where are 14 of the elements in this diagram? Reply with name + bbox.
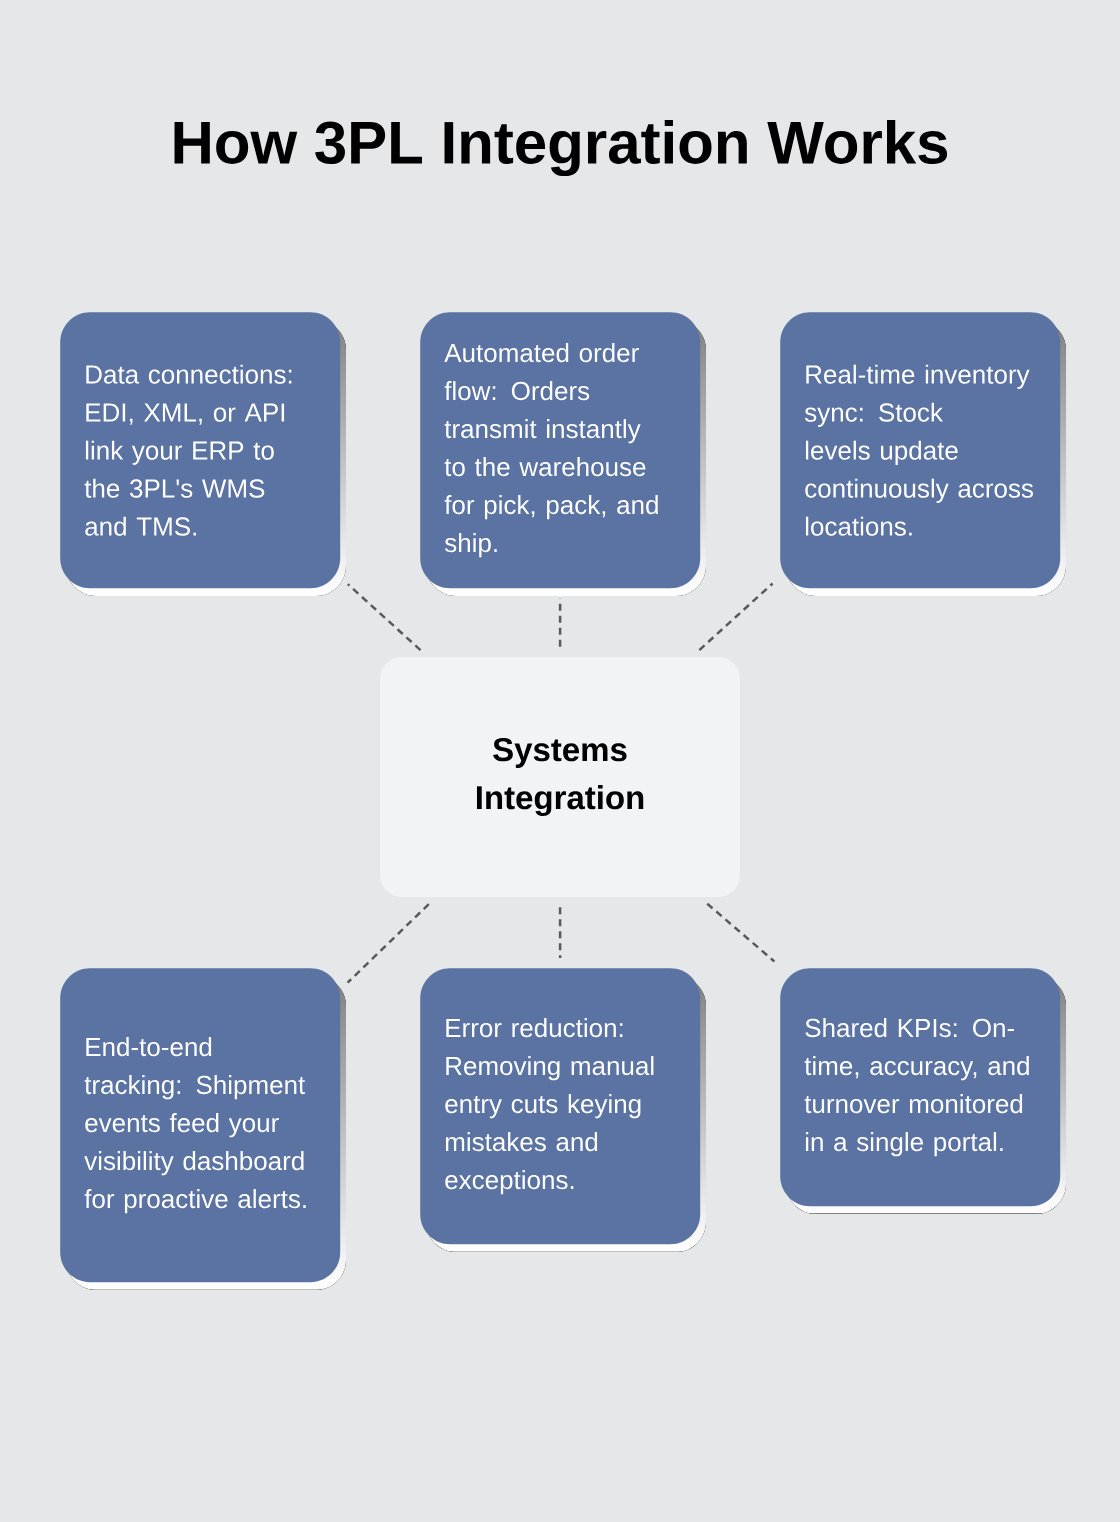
title: How 3PL Integration Works (174, 119, 948, 177)
connector-line (346, 583, 422, 651)
connector-line (558, 598, 562, 647)
info-card: Error reduction: Removing manual entry cuts keying mistakes and exceptions. (420, 968, 701, 1245)
info-card: Shared KPIs: On-time, accuracy, and turnover monitored in a single portal. (780, 968, 1061, 1207)
info-card: End-to-end tracking: Shipment events feed your visibility dashboard for proactive alerts. (60, 968, 341, 1283)
connector-line (706, 902, 776, 963)
info-card: Real-time inventory sync: Stock levels update continuously across locations. (780, 312, 1061, 589)
connector-line (346, 903, 430, 984)
connector-line (558, 907, 562, 958)
connector-line (698, 582, 774, 651)
hub-box: Systems Integration (380, 657, 740, 897)
info-card: Automated order flow: Orders transmit instantly to the warehouse for pick, pack, and ship. (420, 312, 701, 589)
info-card: Data connections: EDI, XML, or API link your ERP to the 3PL's WMS and TMS. (60, 312, 341, 589)
